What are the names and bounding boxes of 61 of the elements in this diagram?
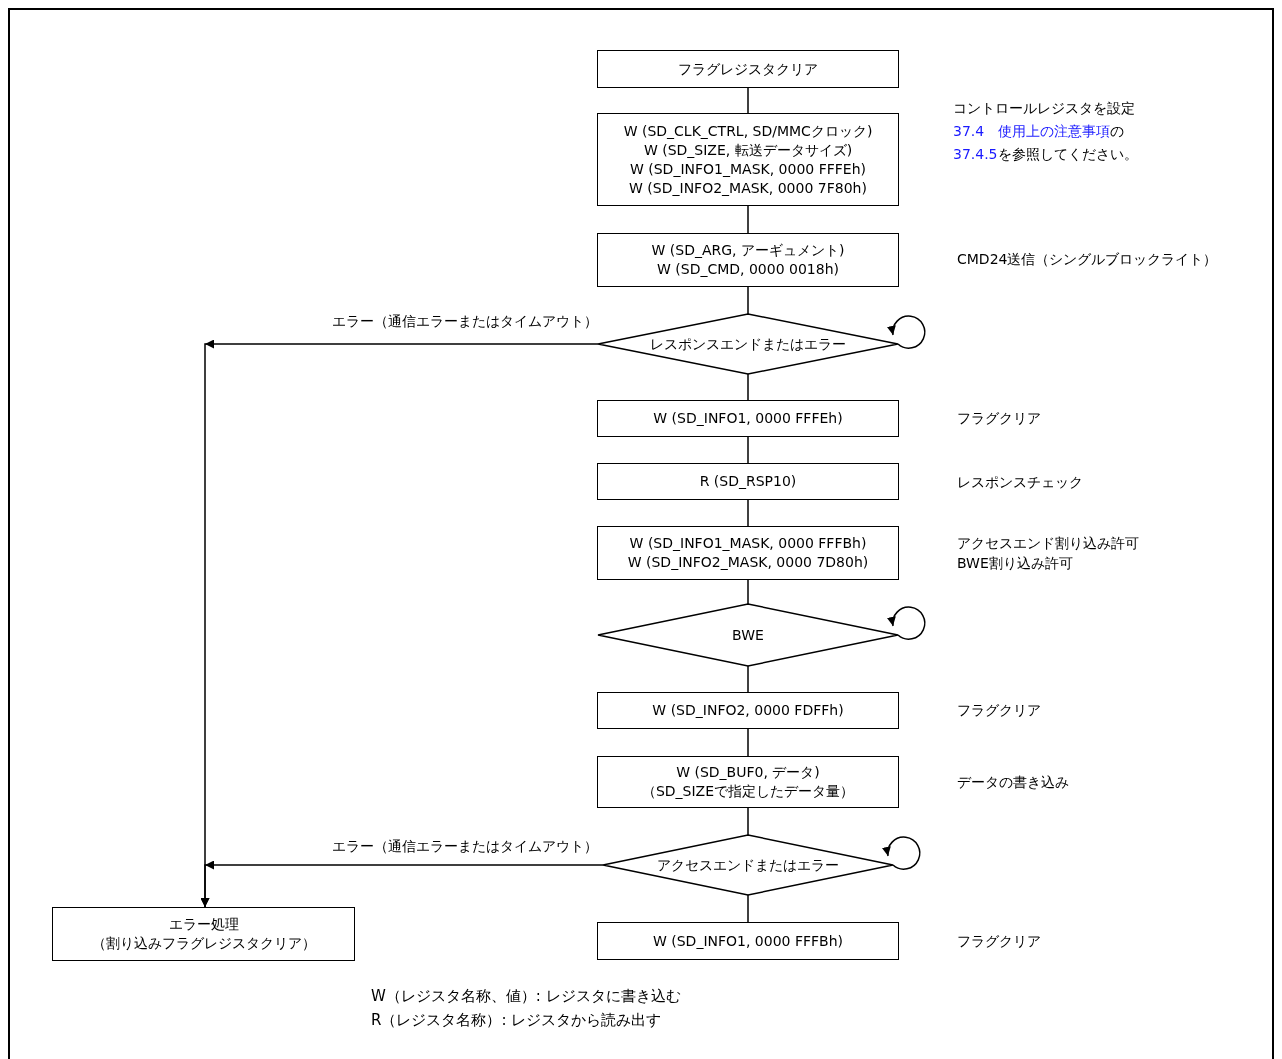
- side-note: アクセスエンド割り込み許可: [957, 534, 1139, 553]
- connector-line: [747, 436, 749, 464]
- side-note: 37.4 使用上の注意事項の: [953, 122, 1125, 141]
- connector-line: [747, 807, 749, 836]
- node-text: W (SD_ARG, アーギュメント): [651, 241, 845, 260]
- process-box: [597, 233, 899, 287]
- connector-line: [747, 286, 749, 315]
- decision-diamond: [603, 835, 893, 895]
- process-box: [597, 692, 899, 729]
- node-text: （割り込みフラグレジスタクリア）: [91, 934, 316, 953]
- side-note: CMD24送信（シングルブロックライト）: [957, 250, 1218, 269]
- arrow: [201, 861, 604, 908]
- node-text: エラー処理: [168, 915, 239, 934]
- side-note: BWE割り込み許可: [957, 554, 1073, 573]
- loop-arrow: [887, 315, 926, 349]
- node-text: R (SD_RSP10): [699, 472, 797, 491]
- node-text: W (SD_INFO2_MASK, 0000 7F80h): [629, 178, 867, 198]
- node-text: W (SD_INFO1, 0000 FFFBh): [652, 931, 844, 951]
- decision-diamond: [598, 604, 898, 666]
- node-text: W (SD_INFO1_MASK, 0000 FFFEh): [629, 159, 866, 179]
- node-text: アクセスエンドまたはエラー: [657, 855, 839, 875]
- connector-line: [747, 665, 749, 693]
- process-box: [597, 922, 899, 960]
- loop-arrow: [882, 836, 921, 870]
- node-text: W (SD_INFO1, 0000 FFFEh): [653, 409, 843, 428]
- side-note: レスポンスチェック: [957, 473, 1083, 492]
- process-box: [597, 113, 899, 206]
- node-text: W (SD_CLK_CTRL, SD/MMCクロック): [623, 121, 873, 141]
- connector-line: [747, 579, 749, 605]
- process-box: [597, 400, 899, 437]
- side-note: フラグクリア: [957, 701, 1041, 720]
- process-box: [597, 526, 899, 580]
- process-box: [597, 463, 899, 500]
- side-note: コントロールレジスタを設定: [953, 99, 1135, 118]
- node-text: W (SD_BUF0, データ): [676, 763, 820, 782]
- legend-note: R（レジスタ名称）: レジスタから読み出す: [371, 1010, 662, 1030]
- node-text: W (SD_INFO2_MASK, 0000 7D80h): [627, 553, 869, 572]
- node-text: W (SD_INFO2, 0000 FDFFh): [652, 701, 844, 720]
- side-note: データの書き込み: [957, 773, 1069, 792]
- loop-arrow: [887, 606, 926, 640]
- connector-line: [747, 499, 749, 527]
- process-box: [597, 50, 899, 88]
- node-text: BWE: [732, 625, 764, 645]
- node-text: W (SD_CMD, 0000 0018h): [657, 260, 839, 279]
- side-note: フラグクリア: [957, 932, 1041, 951]
- side-note: 37.4.5を参照してください。: [953, 145, 1138, 164]
- node-text: W (SD_INFO1_MASK, 0000 FFFBh): [629, 534, 867, 553]
- node-text: W (SD_SIZE, 転送データサイズ): [643, 140, 853, 160]
- connector-line: [747, 205, 749, 234]
- process-box: [52, 907, 355, 961]
- node-text: レスポンスエンドまたはエラー: [650, 334, 846, 354]
- decision-diamond: [598, 314, 898, 374]
- connector-line: [747, 373, 749, 401]
- node-text: フラグレジスタクリア: [678, 59, 818, 79]
- connector-line: [747, 87, 749, 114]
- node-text: （SD_SIZEで指定したデータ量）: [641, 782, 855, 801]
- legend-note: W（レジスタ名称、値）: レジスタに書き込む: [371, 986, 681, 1006]
- side-note: フラグクリア: [957, 409, 1041, 428]
- process-box: [597, 756, 899, 808]
- connector-line: [747, 728, 749, 757]
- connector-line: [747, 894, 749, 923]
